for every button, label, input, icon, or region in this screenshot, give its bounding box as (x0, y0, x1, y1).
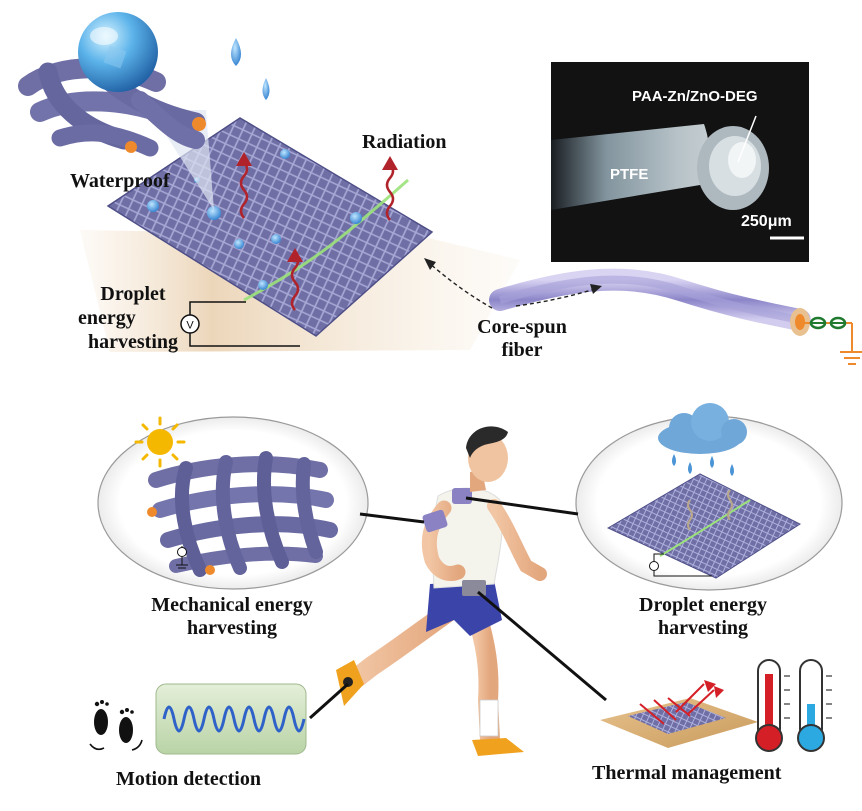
label-core-spun-line1: Core-spun (477, 316, 567, 338)
ground-icon (840, 323, 862, 365)
cold-thermometer-icon (797, 659, 832, 752)
droplet-ellipse (575, 403, 843, 591)
fabric-scene: V (18, 12, 520, 352)
label-waterproof: Waterproof (70, 170, 170, 192)
runner-figure (336, 426, 547, 756)
label-mechanical-line2: harvesting (187, 617, 277, 639)
label-droplet-top-line2: energy (78, 307, 136, 329)
woven-fabric (148, 451, 338, 577)
label-mechanical-line1: Mechanical energy (151, 594, 313, 616)
label-thermal-management: Thermal management (592, 762, 782, 784)
radiation-arrow-icon (236, 152, 398, 311)
footprints-icon (89, 700, 143, 751)
rain-cloud-icon (658, 403, 747, 476)
mechanical-ellipse (97, 416, 369, 590)
wave-line (162, 705, 306, 733)
sem-scale-label: 250μm (741, 213, 792, 230)
voltmeter-icon-small (177, 547, 187, 557)
fabric-sheet-small (606, 473, 802, 579)
label-droplet-right-line2: harvesting (658, 617, 748, 639)
sem-label-outer: PAA-Zn/ZnO-DEG (632, 88, 758, 105)
label-droplet-right-line1: Droplet energy (639, 594, 767, 616)
voltmeter-icon-right (649, 561, 659, 571)
sem-inset (551, 62, 809, 262)
hot-thermometer-icon (755, 659, 790, 752)
label-core-spun: Core-spun fiber (462, 316, 582, 362)
label-core-spun-line2: fiber (501, 339, 543, 361)
shoulder-sensor-band (452, 488, 472, 504)
sun-icon (134, 416, 186, 468)
falling-droplets (231, 38, 270, 100)
arm-sensor-band (422, 509, 448, 533)
label-droplet-right: Droplet energy harvesting (598, 594, 808, 640)
voltmeter-icon (180, 314, 200, 334)
label-droplet-top-line3: harvesting (88, 331, 178, 353)
label-radiation: Radiation (362, 131, 447, 153)
label-motion-detection: Motion detection (116, 768, 261, 790)
thermal-management-panel (600, 659, 832, 752)
waterproof-droplet-icon (78, 12, 158, 92)
pointer-head-right (590, 284, 602, 294)
label-droplet-top: Droplet energy harvesting (78, 282, 188, 354)
sem-label-inner: PTFE (610, 166, 649, 183)
core-spun-fiber (489, 268, 862, 365)
pointer-head-left (424, 258, 436, 270)
core-spun-pointers (427, 261, 599, 309)
voltmeter-symbol: V (186, 320, 194, 332)
fabric-droplets (147, 149, 362, 290)
droplet-circuit: V (180, 301, 300, 347)
fabric-patch (628, 702, 726, 734)
hip-sensor-band (462, 580, 486, 596)
wave-panel (155, 683, 307, 755)
conductive-line (243, 178, 409, 302)
motion-detection-panel (89, 683, 307, 755)
connector-lines (308, 496, 607, 720)
label-droplet-top-line1: Droplet (100, 283, 166, 305)
label-mechanical: Mechanical energy harvesting (112, 594, 352, 640)
